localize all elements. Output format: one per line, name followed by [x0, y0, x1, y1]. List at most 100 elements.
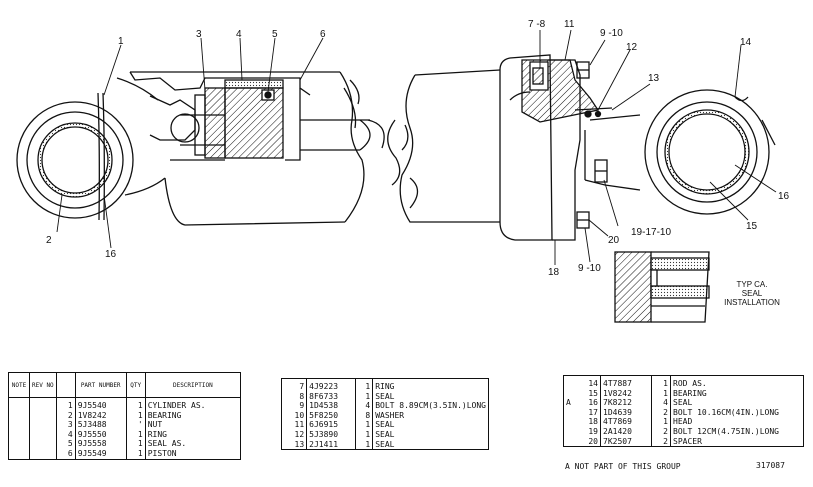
- item-number-cell: 6: [55, 448, 76, 460]
- description-cell: SEAL: [372, 420, 489, 430]
- callout-18: 18: [548, 267, 560, 278]
- qty-cell: 2: [651, 436, 671, 447]
- description-cell: PISTON: [144, 448, 242, 460]
- qty-cell: 1: [125, 429, 146, 440]
- note-cell: [564, 437, 583, 447]
- part-number-cell: 1V8242: [600, 388, 652, 399]
- col-part-number: PART NUMBER: [74, 372, 127, 398]
- description-cell: RING: [372, 378, 489, 392]
- callout-5: 5: [272, 29, 278, 40]
- description-cell: CYLINDER AS.: [144, 397, 242, 411]
- item-number-cell: 19: [588, 426, 598, 436]
- qty-cell: ': [125, 420, 146, 430]
- callout-9-10-top: 9 -10: [600, 28, 623, 39]
- part-number-cell: 1D4538: [306, 401, 356, 411]
- qty-cell: 2: [651, 426, 671, 437]
- seal-installation-note: TYP CA. SEAL INSTALLATION: [712, 280, 792, 307]
- item-number-cell: 11: [294, 420, 305, 430]
- description-cell: BOLT 10.16CM(4IN.)LONG: [670, 407, 804, 418]
- callout-1: 1: [118, 36, 124, 47]
- qty-cell: 1: [125, 448, 146, 460]
- rev-cell: [29, 439, 57, 449]
- col-qty: QTY: [125, 372, 146, 398]
- col-note: NOTE: [8, 372, 30, 398]
- callout-7-8: 7 -8: [528, 19, 546, 30]
- callout-15: 15: [746, 221, 758, 232]
- description-cell: NUT: [144, 420, 242, 430]
- footnote-not-part-of-group: A NOT PART OF THIS GROUP: [565, 462, 681, 471]
- part-number-cell: 1V8242: [74, 410, 127, 421]
- note-cell: [8, 410, 30, 421]
- item-number-cell: 12: [294, 429, 305, 439]
- part-number-cell: 4T7869: [600, 417, 652, 427]
- rod-end-assembly: [499, 54, 776, 241]
- note-cell: [8, 448, 30, 460]
- part-number-cell: 5J3488: [74, 420, 127, 430]
- item-number-cell: 2: [55, 410, 76, 421]
- part-number-cell: 9J5540: [74, 397, 127, 411]
- callout-leaders: [56, 29, 777, 265]
- description-cell: RING: [144, 429, 242, 440]
- qty-cell: 8: [354, 410, 373, 421]
- note-line: INSTALLATION: [724, 298, 780, 307]
- part-number-cell: 9J5558: [74, 439, 127, 449]
- part-number-cell: 4J9223: [306, 378, 356, 392]
- item-number-cell: 8: [299, 391, 305, 401]
- description-cell: SEAL: [372, 439, 489, 450]
- qty-cell: 1: [125, 397, 146, 411]
- item-number-cell: 13: [294, 439, 305, 449]
- seal-installation-detail: [614, 251, 710, 323]
- note-cell: [564, 427, 583, 437]
- note-cell: [564, 408, 583, 418]
- cylinder-tube-continuation: [387, 69, 501, 223]
- description-cell: ROD AS.: [670, 375, 804, 389]
- cylinder-body: [16, 71, 385, 226]
- note-cell: [564, 376, 583, 389]
- rev-cell: [29, 397, 57, 411]
- callout-3: 3: [196, 29, 202, 40]
- item-number-cell: 9: [299, 401, 305, 411]
- rev-cell: [29, 420, 57, 430]
- part-number-cell: 5F8250: [306, 410, 356, 421]
- note-cell: [8, 429, 30, 440]
- note-cell: A: [566, 398, 571, 408]
- qty-cell: 1: [354, 378, 373, 392]
- qty-cell: 1: [651, 417, 671, 427]
- item-number-cell: 5: [55, 439, 76, 449]
- callout-11: 11: [564, 19, 575, 30]
- part-number-cell: 2A1420: [600, 426, 652, 437]
- description-cell: BEARING: [144, 410, 242, 421]
- item-number-cell: 15: [588, 388, 598, 398]
- description-cell: BOLT 12CM(4.75IN.)LONG: [670, 426, 804, 437]
- callout-6: 6: [320, 29, 326, 40]
- part-number-cell: 1D4639: [600, 407, 652, 418]
- callout-19-17-10: 19-17-10: [631, 227, 672, 238]
- description-cell: BOLT 8.89CM(3.5IN.)LONG: [372, 401, 489, 411]
- qty-cell: 1: [354, 391, 373, 402]
- callout-13: 13: [648, 73, 660, 84]
- item-number-cell: 20: [588, 436, 598, 446]
- rev-cell: [29, 429, 57, 440]
- callout-2: 2: [46, 235, 52, 246]
- qty-cell: 1: [354, 429, 373, 440]
- callout-20: 20: [608, 235, 620, 246]
- description-cell: SEAL: [372, 391, 489, 402]
- callout-4: 4: [236, 29, 242, 40]
- part-number-cell: 6J6915: [306, 420, 356, 430]
- note-cell: [8, 439, 30, 449]
- hydraulic-cylinder-drawing: [16, 29, 777, 323]
- qty-cell: 1: [651, 388, 671, 399]
- part-number-cell: 7K8212: [600, 398, 652, 408]
